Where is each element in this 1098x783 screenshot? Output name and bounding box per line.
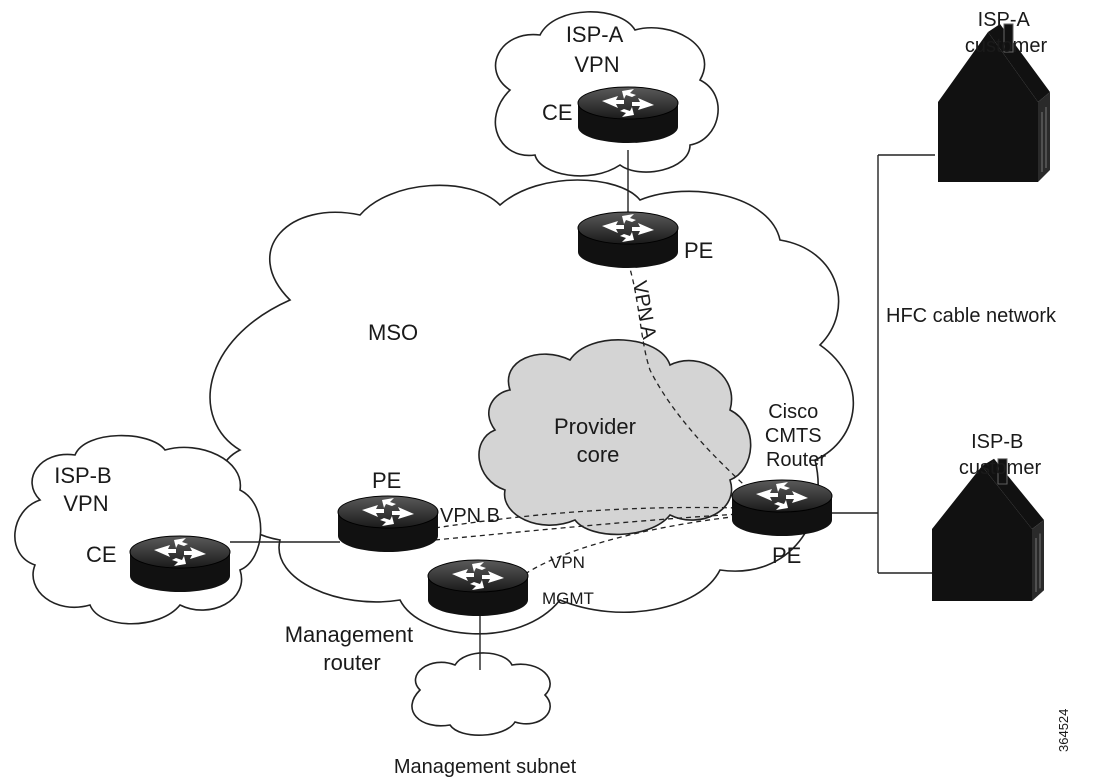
management-subnet-cloud — [411, 652, 551, 736]
vpn-b-path-lower — [434, 513, 741, 541]
isp-b-vpn-cloud — [14, 434, 262, 625]
vpn-mgmt-label: VPN MGMT — [542, 553, 594, 608]
management-router-label: Management router — [285, 622, 420, 675]
management-router — [427, 559, 529, 617]
mso-label: MSO — [368, 320, 418, 345]
ce-isp-a-label: CE — [542, 100, 573, 125]
hfc-label: HFC cable network — [886, 305, 1057, 327]
management-subnet-label: Management subnet — [394, 756, 577, 778]
provider-core-label: Provider core — [554, 414, 642, 467]
pe-top-label: PE — [684, 238, 713, 263]
isp-b-vpn-label: ISP-B VPN — [54, 463, 118, 516]
cmts-label: Cisco CMTS Router — [765, 401, 827, 471]
isp-b-customer-house — [931, 458, 1045, 602]
cmts-pe-label: PE — [772, 543, 801, 568]
figure-id: 364524 — [1056, 709, 1071, 752]
cmts-router — [731, 479, 833, 537]
vpn-a-path — [627, 261, 761, 501]
isp-a-vpn-label: ISP-A VPN — [566, 22, 628, 77]
ce-router-isp-a — [577, 86, 679, 144]
pe-left-label: PE — [372, 468, 401, 493]
vpn-mgmt-path — [524, 515, 741, 575]
isp-a-customer-label: ISP-A customer — [965, 9, 1048, 57]
pe-router-top — [577, 211, 679, 269]
vpn-b-label: VPN B — [440, 505, 500, 527]
isp-b-customer-label: ISP-B customer — [959, 431, 1042, 479]
ce-isp-b-label: CE — [86, 542, 117, 567]
provider-core-cloud — [478, 339, 752, 536]
pe-router-left — [337, 495, 439, 553]
ce-router-isp-b — [129, 535, 231, 593]
